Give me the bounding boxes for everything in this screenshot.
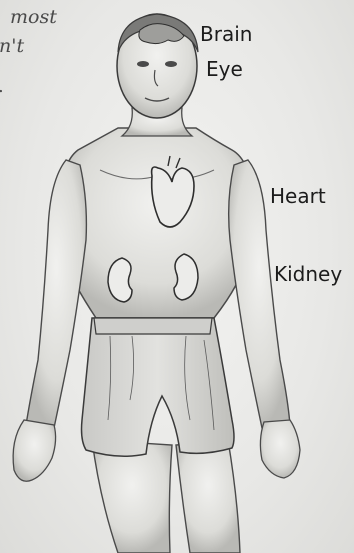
torso (60, 128, 254, 318)
waistband (94, 318, 212, 334)
label-eye: Eye (206, 59, 243, 79)
label-heart: Heart (270, 186, 326, 206)
label-brain: Brain (200, 24, 252, 44)
legs (92, 440, 240, 553)
shorts (82, 318, 235, 456)
label-kidney: Kidney (274, 264, 342, 284)
